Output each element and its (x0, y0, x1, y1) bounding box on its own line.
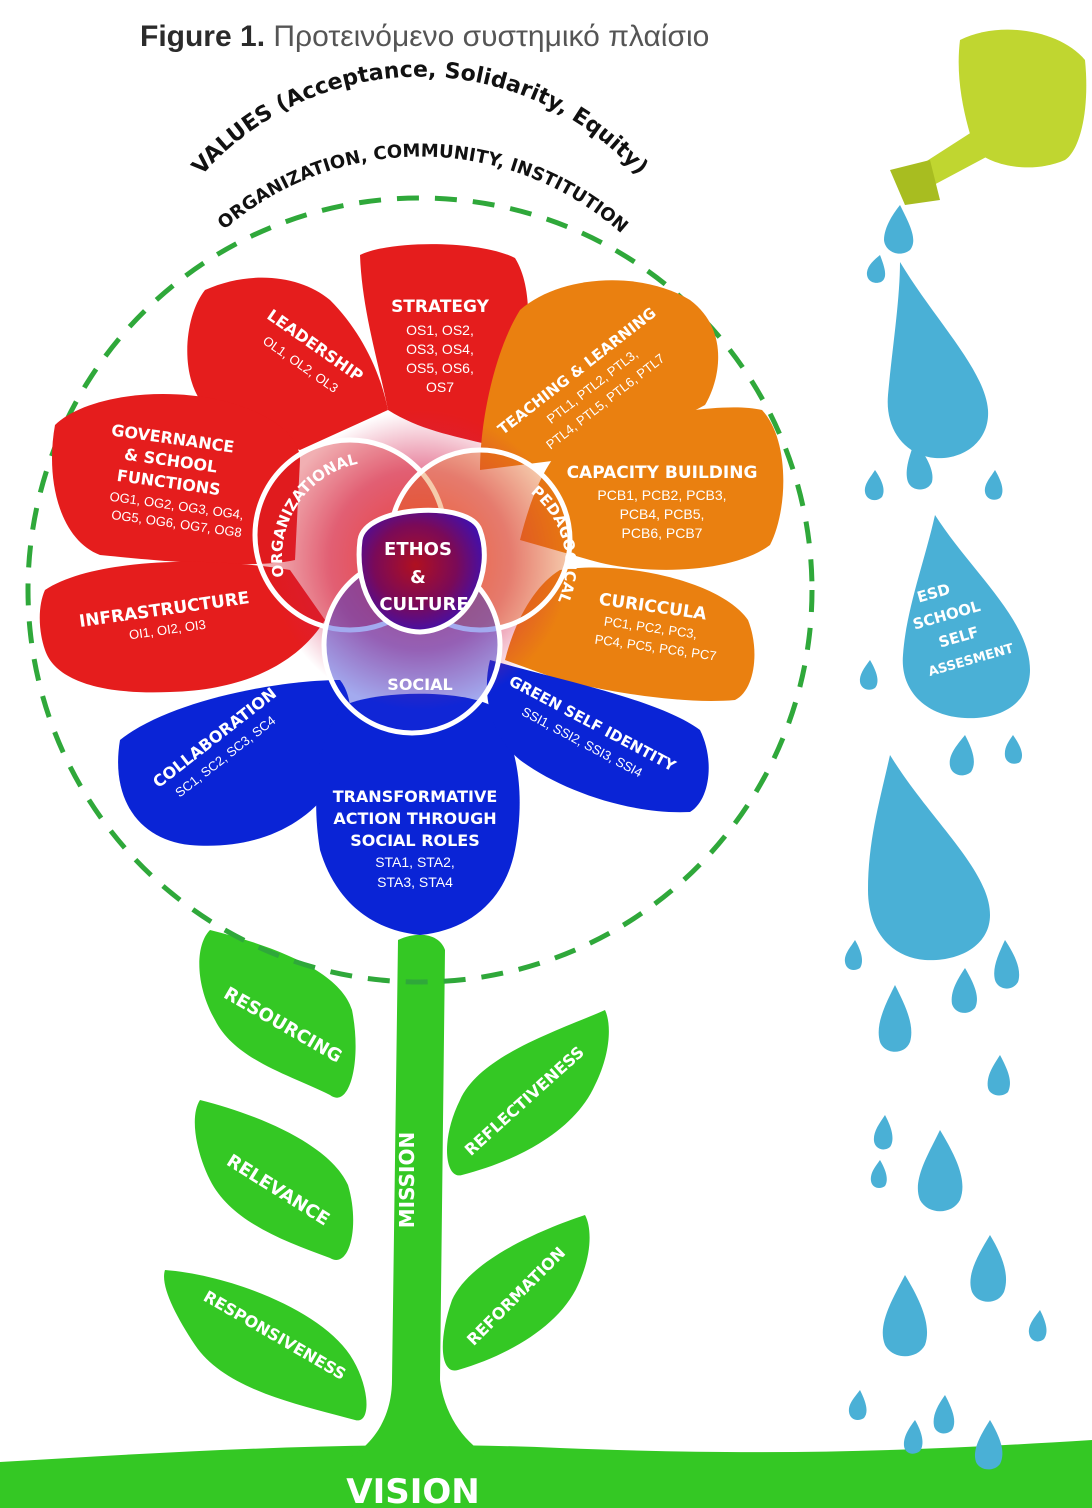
leaf-reflectiveness: REFLECTIVENESS (447, 1010, 609, 1176)
figure-caption: Figure 1. Προτεινόμενο συστημικό πλαίσιο (140, 20, 709, 54)
petal-collaboration: COLLABORATION SC1, SC2, SC3, SC4 (118, 680, 351, 846)
petal-capacity: CAPACITY BUILDING PCB1, PCB2, PCB3, PCB4… (520, 407, 784, 570)
ground-vision-label: VISION (346, 1472, 479, 1508)
petal-transformative-title-2: ACTION THROUGH (333, 809, 496, 828)
drop-small-13 (873, 1115, 893, 1150)
drop-large-2 (868, 755, 990, 961)
drop-small-18 (903, 1420, 923, 1454)
petal-strategy-title: STRATEGY (391, 297, 490, 317)
drop-small-1 (884, 205, 914, 254)
drop-small-17 (933, 1395, 955, 1434)
drop-small-2 (866, 255, 886, 283)
petal-capacity-codes-1: PCB1, PCB2, PCB3, (597, 487, 726, 503)
drop-small-11 (951, 968, 977, 1013)
drop-small-9 (844, 940, 863, 970)
figure-caption-text: Προτεινόμενο συστημικό πλαίσιο (273, 20, 710, 53)
leaf-responsiveness: RESPONSIVENESS (164, 1270, 367, 1421)
drop-medium-2 (917, 1130, 963, 1212)
petal-transformative-title-1: TRANSFORMATIVE (333, 787, 498, 806)
watering-can (890, 29, 1087, 205)
petal-strategy-codes-4: OS7 (426, 379, 454, 395)
petal-infrastructure: INFRASTRUCTURE OI1, OI2, OI3 (39, 561, 325, 693)
petal-capacity-codes-2: PCB4, PCB5, (620, 506, 705, 522)
petal-governance: GOVERNANCE & SCHOOL FUNCTIONS OG1, OG2, … (52, 394, 300, 565)
values-ring-text: VALUES (Acceptance, Solidarity, Equity) (188, 58, 653, 180)
water-drops (844, 205, 1047, 1470)
drop-small-15 (1028, 1310, 1047, 1342)
drop-small-3 (906, 440, 933, 490)
core-ampersand: & (410, 567, 426, 588)
stem-mission-label: MISSION (395, 1132, 419, 1228)
core-ethos: ETHOS (384, 539, 452, 560)
petal-transformative-codes-2: STA3, STA4 (377, 874, 453, 890)
petal-transformative-codes-1: STA1, STA2, (375, 854, 455, 870)
petal-transformative-title-3: SOCIAL ROLES (350, 831, 480, 850)
drop-label: ESD SCHOOL SELF ASSESMENT (911, 580, 1016, 680)
drop-small-5 (984, 470, 1003, 500)
petal-capacity-codes-3: PCB6, PCB7 (622, 525, 703, 541)
drop-small-7 (949, 735, 974, 776)
petal-capacity-title: CAPACITY BUILDING (567, 463, 758, 483)
core-triangle (356, 507, 487, 635)
values-ring (25, 195, 815, 985)
drop-esd (902, 515, 1030, 719)
core-culture: CULTURE (379, 594, 468, 615)
drop-small-6 (859, 660, 878, 690)
leaf-resourcing: RESOURCING (199, 930, 356, 1098)
drop-medium-5 (974, 1420, 1003, 1470)
drop-medium-4 (882, 1275, 928, 1357)
plant-stem (340, 934, 500, 1462)
petal-strategy: STRATEGY OS1, OS2, OS3, OS4, OS5, OS6, O… (360, 244, 529, 445)
petal-strategy-codes-2: OS3, OS4, (406, 341, 474, 357)
context-ring-text: ORGANIZATION, COMMUNITY, INSTITUTION (214, 140, 632, 237)
drop-medium-1 (878, 985, 912, 1052)
drop-small-16 (848, 1390, 867, 1420)
figure-label: Figure 1. (140, 20, 266, 53)
drop-small-12 (987, 1055, 1011, 1096)
drop-medium-3 (970, 1235, 1007, 1302)
drop-small-10 (994, 940, 1020, 989)
leaf-relevance: RELEVANCE (194, 1100, 354, 1260)
petal-strategy-codes-3: OS5, OS6, (406, 360, 474, 376)
ground-grass (0, 1440, 1092, 1508)
petal-strategy-codes-1: OS1, OS2, (406, 322, 474, 338)
dimension-social: SOCIAL (387, 675, 452, 694)
leaf-reformation: REFORMATION (442, 1215, 590, 1371)
petal-transformative: TRANSFORMATIVE ACTION THROUGH SOCIAL ROL… (316, 693, 520, 935)
drop-small-8 (1004, 735, 1023, 764)
drop-small-14 (870, 1160, 887, 1189)
drop-large-1 (887, 262, 989, 459)
drop-small-4 (864, 470, 884, 501)
petal-curricula: CURICCULA PC1, PC2, PC3, PC4, PC5, PC6, … (505, 567, 755, 701)
